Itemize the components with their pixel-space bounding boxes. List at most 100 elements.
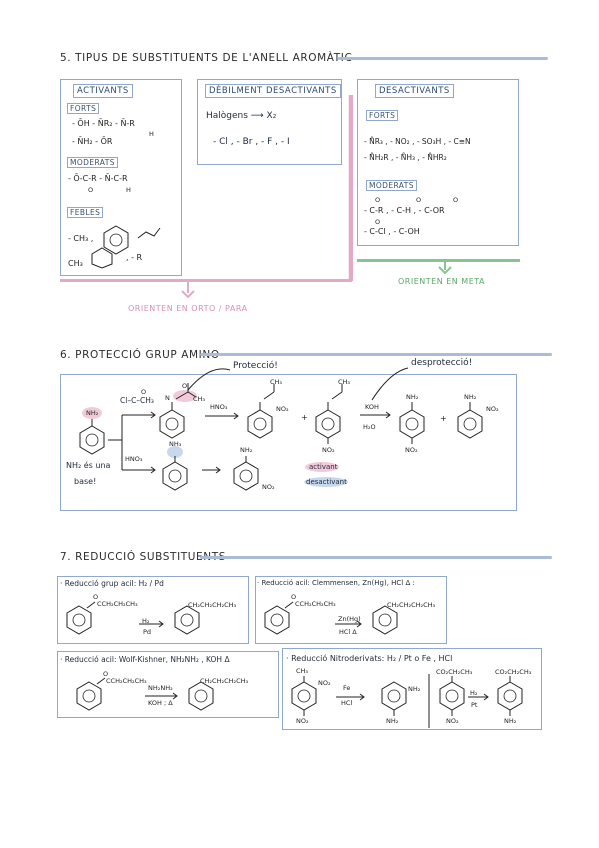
- r1-prod: CH₂CH₂CH₂CH₃: [188, 601, 237, 609]
- ortho-ch3: CH₃: [270, 378, 283, 386]
- activants-febles-label: FEBLES: [67, 207, 104, 218]
- product-no2-a: NO₂: [405, 446, 418, 454]
- r1-pd: Pd: [143, 628, 152, 636]
- activants-mod-h: H: [126, 186, 131, 194]
- desproteccio-label: desprotecció!: [411, 358, 473, 368]
- amide-ch3: CH₃: [193, 395, 206, 403]
- r4-hcl: HCl: [341, 699, 353, 707]
- r2-prod: CH₂CH₂CH₂CH₃: [387, 601, 436, 609]
- activants-header: ACTIVANTS: [73, 84, 133, 98]
- r2-hcl: HCl Δ: [339, 628, 357, 636]
- product-nh2-a: NH₂: [406, 393, 419, 401]
- desactivants-forts-row2: - N̊H₂R , - N̊H₃ , - N̊HR₂: [364, 153, 447, 162]
- r4-ester-a: CO₂CH₂CH₃: [436, 668, 473, 676]
- para-ch3: CH₃: [338, 378, 351, 386]
- activants-moderats-row: - Ō-C-R - N̄-C-R: [68, 174, 128, 183]
- debilment-header: DÈBILMENT DESACTIVANTS: [205, 84, 341, 98]
- activants-forts-label: FORTS: [67, 103, 100, 114]
- r4-pt: Pt: [471, 701, 478, 709]
- r3-nh2nh2: NH₂NH₂: [148, 684, 173, 692]
- halogens-text: Halògens ⟶ X₂: [206, 111, 277, 121]
- legend-desactivant: desactivant: [306, 478, 347, 486]
- r4-no2-b: NO₂: [296, 717, 309, 725]
- reduction-1-scheme: [66, 601, 200, 635]
- pink-arrow-head: [181, 290, 195, 299]
- proteccio-label: Protecció!: [233, 361, 278, 371]
- note-line2: base!: [74, 477, 97, 486]
- reduction-4-title: · Reducció Nitroderivats: H₂ / Pt o Fe ,…: [286, 654, 453, 663]
- debilment-box: [197, 79, 342, 165]
- legend-activant: activant: [309, 463, 338, 471]
- pink-vertical: [350, 95, 353, 281]
- protection-scheme: [79, 367, 483, 491]
- section-7-title: 7. REDUCCIÓ SUBSTITUENTS: [60, 551, 227, 563]
- reduction-2-scheme: [264, 601, 398, 635]
- reagent-hno3-b: HNO₃: [125, 455, 143, 463]
- pink-horizontal: [60, 279, 352, 282]
- r4-nh2-b: NH₂: [386, 717, 399, 725]
- reduction-2-title: · Reducció acil: Clemmensen, Zn(Hg), HCl…: [257, 579, 415, 587]
- desactivants-header: DESACTIVANTS: [375, 84, 454, 98]
- desactivants-mod-row1: - C-R , - C-H , - C-OR: [364, 206, 445, 215]
- r3-chain: CCH₂CH₂CH₃: [106, 677, 147, 685]
- r4-ch3: CH₃: [296, 667, 309, 675]
- green-arrow-head: [438, 266, 452, 275]
- plus-sign: +: [301, 413, 308, 422]
- febles-structures: [91, 225, 161, 269]
- r2-chain: CCH₂CH₂CH₃: [295, 600, 336, 608]
- desact-o4: O: [375, 218, 381, 226]
- desactivants-box: [357, 79, 519, 246]
- amide-o: O: [182, 382, 188, 390]
- title-underline: [200, 556, 552, 559]
- section-5-title: 5. TIPUS DE SUBSTITUENTS DE L'ANELL AROM…: [60, 52, 353, 64]
- reduction-3-title: · Reducció acil: Wolf-Kishner, NH₂NH₂ , …: [60, 655, 230, 664]
- r3-o: O: [103, 670, 109, 678]
- reduction-box-1: [57, 576, 249, 644]
- activants-febles-ch3: CH₃: [68, 259, 83, 268]
- desact-o3: O: [453, 196, 459, 204]
- meta-no2: NO₂: [262, 483, 275, 491]
- r3-koh: KOH ; Δ: [148, 699, 173, 707]
- green-horizontal: [357, 259, 520, 262]
- r4-no2-c: NO₂: [446, 717, 459, 725]
- desactivants-forts-label: FORTS: [366, 110, 399, 121]
- activants-forts-row2: - N̄H₂ - ŌR: [72, 137, 113, 146]
- r4-no2-a: NO₂: [318, 679, 331, 687]
- activants-febles-r: , - R: [126, 253, 143, 262]
- title-underline: [338, 57, 548, 60]
- activants-febles-row1: - CH₃ ,: [68, 234, 94, 243]
- reagent-h2o: H₂O: [363, 423, 376, 431]
- product-nh2-b: NH₂: [464, 393, 477, 401]
- product-no2-b: NO₂: [486, 405, 499, 413]
- green-arrow-stem: [444, 261, 446, 270]
- aniline-nh2: NH₂: [86, 409, 99, 417]
- desactivants-forts-row1: - N̊R₃ , - NO₂ , - SO₃H , - C≡N: [364, 137, 471, 146]
- reduction-box-2: [255, 576, 447, 644]
- reduction-3-scheme: [76, 677, 214, 711]
- desact-o1: O: [375, 196, 381, 204]
- meta-nh2: NH₂: [240, 446, 253, 454]
- title-underline: [200, 353, 552, 356]
- r4-fe: Fe: [343, 684, 351, 692]
- ortho-no2: NO₂: [276, 405, 289, 413]
- r2-o: O: [291, 593, 297, 601]
- anilinium-nh3: NH₃: [169, 440, 182, 448]
- section-6-title: 6. PROTECCIÓ GRUP AMINO: [60, 349, 220, 361]
- r4-ester-b: CO₂CH₂CH₃: [495, 668, 532, 676]
- reagent-hno3: HNO₃: [210, 403, 228, 411]
- activants-forts-h: H: [149, 130, 154, 138]
- activants-forts-row1: - ŌH - N̄R₂ - N̄-R: [72, 119, 135, 128]
- halogens-list: - Cl , - Br , - F , - I: [213, 137, 290, 147]
- r4-nh2-c: NH₂: [504, 717, 517, 725]
- reagent-koh: KOH: [365, 403, 379, 411]
- desact-o2: O: [416, 196, 422, 204]
- activants-mod-o: O: [88, 186, 94, 194]
- protection-box: [60, 374, 517, 511]
- reagent-o: O: [141, 388, 147, 396]
- pink-arrow-stem: [187, 281, 189, 293]
- r2-zn: Zn(Hg): [338, 615, 361, 623]
- r4-h2: H₂: [470, 689, 478, 697]
- para-no2: NO₂: [322, 446, 335, 454]
- meta-text: ORIENTEN EN META: [398, 277, 485, 286]
- reduction-1-title: · Reducció grup acil: H₂ / Pd: [60, 579, 164, 588]
